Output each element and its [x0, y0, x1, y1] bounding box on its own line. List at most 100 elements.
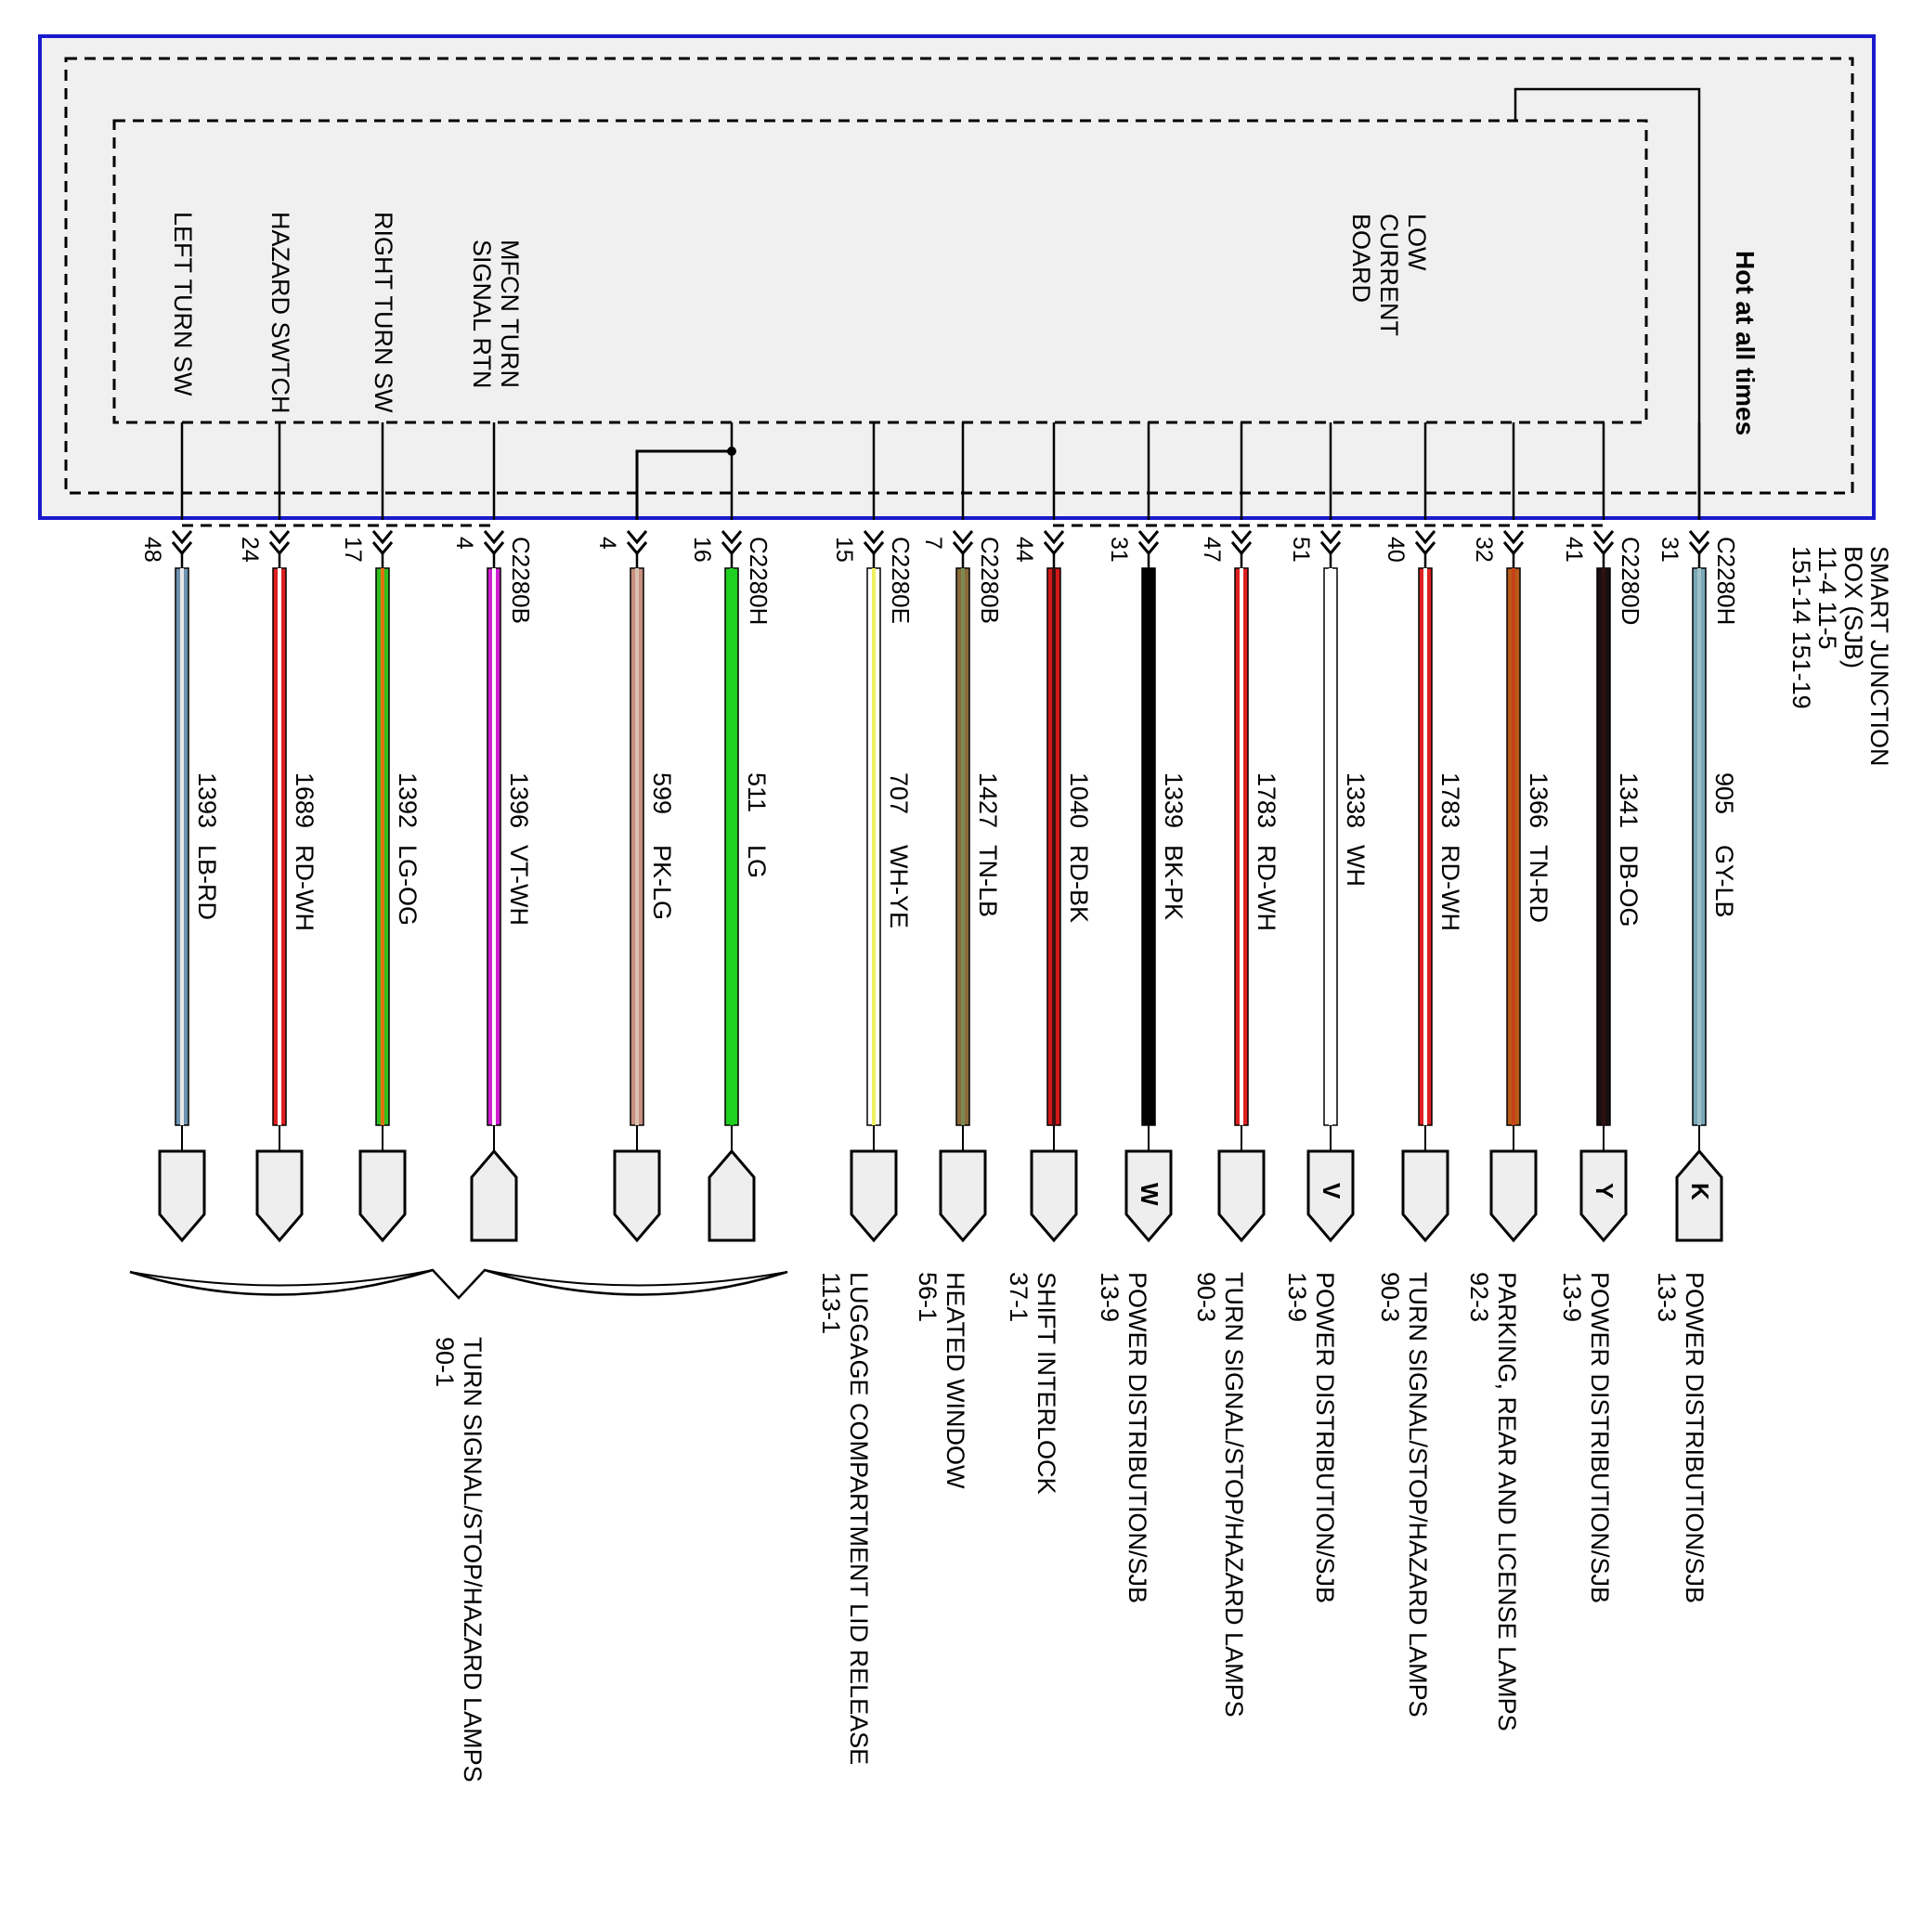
- destination-label: TURN SIGNAL/STOP/HAZARD LAMPS90-3: [1192, 1272, 1248, 1718]
- wire-tracer: [961, 568, 965, 1125]
- low-current-board-label: LOW CURRENT BOARD: [1347, 214, 1431, 343]
- pin-arrow: [483, 530, 505, 556]
- hot-feed-line: [1514, 87, 1701, 520]
- wire-color-code: PK-LG: [648, 845, 676, 920]
- wire-color-code: RD-WH: [1253, 845, 1280, 931]
- wire-color-code: WH: [1342, 845, 1370, 887]
- terminal-shape: [1124, 1149, 1173, 1243]
- terminal-shape: [470, 1148, 518, 1242]
- wire-color-code: TN-RD: [1525, 845, 1553, 923]
- destination-label: POWER DISTRIBUTION/SJB13-9: [1283, 1272, 1339, 1603]
- sjb-inner-dashed-box: [64, 57, 1854, 495]
- circuit-number: 1427: [974, 772, 1002, 828]
- pin-number: 4: [451, 537, 477, 550]
- destination-brace: [129, 1268, 788, 1300]
- destination-brace-inner: [129, 1269, 788, 1287]
- terminal-shape: [1217, 1149, 1266, 1243]
- wire-color-code: WH-YE: [885, 845, 913, 928]
- circuit-number: 1040: [1065, 772, 1093, 828]
- pin-number: 44: [1011, 537, 1037, 563]
- destination-label: POWER DISTRIBUTION/SJB13-9: [1558, 1272, 1614, 1603]
- hot-at-all-times-label: Hot at all times: [1731, 251, 1760, 435]
- wire-tracer: [1602, 568, 1605, 1125]
- sjb-module-box: [38, 34, 1876, 520]
- pin-number: 48: [139, 537, 165, 563]
- switch-label: MFCN TURNSIGNAL RTN: [468, 240, 524, 389]
- pin-number: 16: [689, 537, 715, 563]
- wire-color-code: LG-OG: [394, 845, 422, 926]
- circuit-number: 1689: [291, 772, 318, 828]
- terminal-shape: [1030, 1149, 1078, 1243]
- destination-label: PARKING, REAR AND LICENSE LAMPS92-3: [1465, 1272, 1521, 1731]
- circuit-number: 1783: [1253, 772, 1280, 828]
- destination-label: SHIFT INTERLOCK37-1: [1005, 1272, 1060, 1495]
- wire-tracer: [1329, 568, 1332, 1125]
- wire-tracer: [1697, 568, 1701, 1125]
- wire-color-code: TN-LB: [974, 845, 1002, 917]
- circuit-number: 1393: [193, 772, 221, 828]
- wire-tracer: [1423, 568, 1427, 1125]
- circuit-number: 511: [743, 772, 771, 812]
- connector-id: C2280H: [1712, 537, 1740, 625]
- pin-number: 24: [237, 537, 263, 563]
- wire-color-code: LG: [743, 845, 771, 878]
- wire-color-code: RD-WH: [1436, 845, 1464, 931]
- terminal-shape: [1579, 1149, 1628, 1243]
- low-current-board-box: [112, 119, 1648, 424]
- wire-color-code: VT-WH: [505, 845, 533, 926]
- wire-tracer: [381, 568, 384, 1125]
- connector-id: C2280B: [976, 537, 1004, 624]
- circuit-number: 599: [648, 772, 676, 814]
- pin-number: 32: [1471, 537, 1497, 563]
- terminal-shape: [1401, 1149, 1449, 1243]
- wire-tracer: [635, 568, 639, 1125]
- splice-jumper: [635, 449, 730, 520]
- destination-label: TURN SIGNAL/STOP/HAZARD LAMPS90-1: [431, 1337, 487, 1783]
- circuit-number: 905: [1710, 772, 1738, 814]
- switch-label: HAZARD SWTCH: [266, 212, 294, 414]
- terminal-shape: [1675, 1148, 1723, 1242]
- wire-tracer: [492, 568, 496, 1125]
- wire-color-code: DB-OG: [1615, 845, 1643, 927]
- circuit-number: 707: [885, 772, 913, 814]
- terminal-shape: [158, 1149, 206, 1243]
- wire-tracer: [1147, 568, 1150, 1125]
- connector-id: C2280E: [887, 537, 915, 624]
- pin-arrow: [1688, 530, 1710, 556]
- terminal-letter: V: [1318, 1183, 1345, 1199]
- circuit-number: 1392: [394, 772, 422, 828]
- pin-arrow: [171, 530, 193, 556]
- pin-number: 15: [831, 537, 857, 563]
- pin-arrow: [721, 530, 743, 556]
- pin-number: 7: [920, 537, 946, 550]
- terminal-letter: W: [1136, 1183, 1163, 1206]
- wire-tracer: [1240, 568, 1243, 1125]
- terminal-shape: [613, 1149, 661, 1243]
- wire-tracer: [180, 568, 184, 1125]
- circuit-number: 1339: [1160, 772, 1188, 828]
- pin-arrow: [863, 530, 885, 556]
- pin-arrow: [1230, 530, 1253, 556]
- wire-tracer: [872, 568, 876, 1125]
- circuit-number: 1341: [1615, 772, 1643, 828]
- switch-label: RIGHT TURN SW: [370, 212, 397, 413]
- terminal-shape: [255, 1149, 304, 1243]
- terminal-shape: [1306, 1149, 1355, 1243]
- terminal-letter: K: [1686, 1183, 1714, 1200]
- terminal-shape: [708, 1148, 756, 1242]
- wire-color-code: RD-WH: [291, 845, 318, 931]
- wire-color-code: BK-PK: [1160, 845, 1188, 920]
- destination-label: POWER DISTRIBUTION/SJB13-9: [1096, 1272, 1151, 1603]
